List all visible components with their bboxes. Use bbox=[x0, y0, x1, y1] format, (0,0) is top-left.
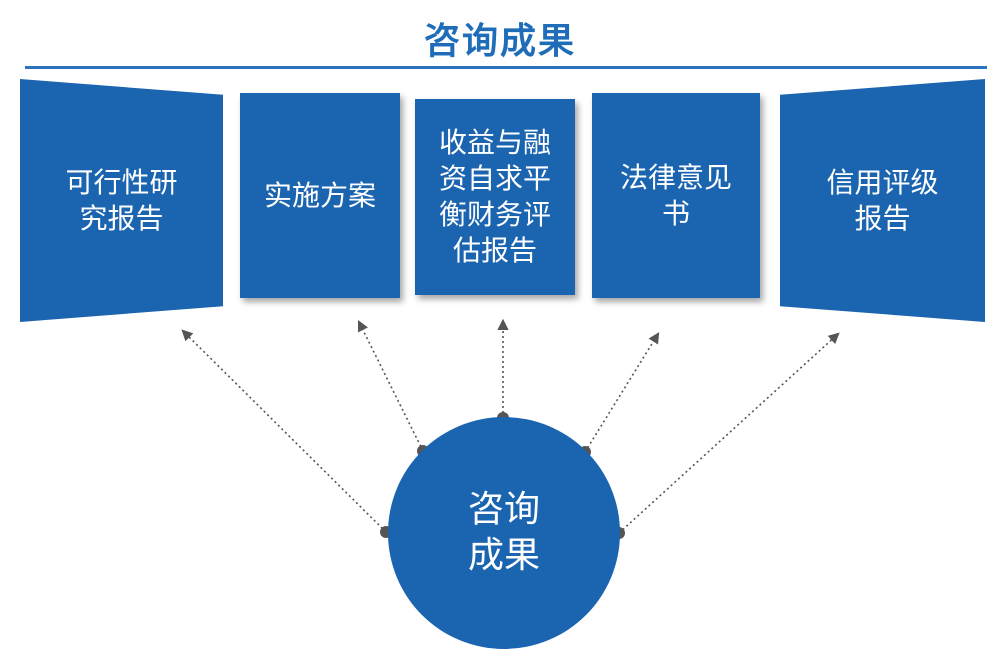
connector-arrow-5 bbox=[618, 332, 840, 534]
panel-label: 收益与融资自求平衡财务评估报告 bbox=[438, 126, 551, 267]
connector-arrow-2 bbox=[357, 319, 424, 452]
panel-label: 信用评级报告 bbox=[826, 165, 939, 235]
panel-implementation-plan: 实施方案 bbox=[240, 93, 400, 298]
panel-label: 实施方案 bbox=[263, 178, 376, 212]
connector-arrow-1 bbox=[181, 329, 387, 533]
panel-feasibility-report: 可行性研究报告 bbox=[20, 79, 223, 322]
title-divider bbox=[25, 66, 987, 69]
page-title: 咨询成果 bbox=[423, 21, 576, 62]
panel-label: 可行性研究报告 bbox=[65, 165, 178, 235]
hub-label: 咨询成果 bbox=[467, 489, 540, 576]
panel-financial-assessment: 收益与融资自求平衡财务评估报告 bbox=[415, 99, 575, 295]
panel-label: 法律意见书 bbox=[619, 160, 732, 230]
panel-legal-opinion: 法律意见书 bbox=[592, 93, 760, 298]
panel-credit-rating: 信用评级报告 bbox=[780, 79, 985, 322]
connector-arrow-4 bbox=[584, 332, 660, 453]
central-hub-circle: 咨询成果 bbox=[388, 417, 620, 649]
